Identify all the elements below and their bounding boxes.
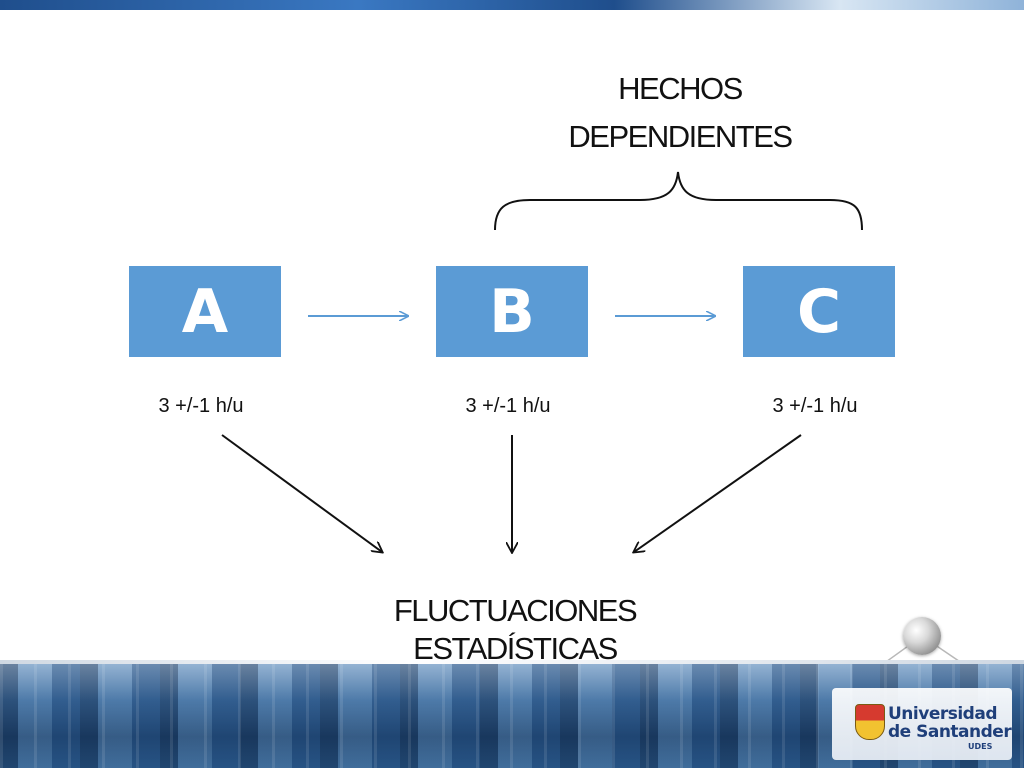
dependency-brace: [494, 171, 863, 231]
university-shield-icon: [855, 704, 885, 740]
logo-name-line2: de Santander: [888, 722, 1012, 742]
arrow-c-to-result: [634, 434, 802, 552]
node-c-rate: 3 +/-1 h/u: [772, 395, 858, 417]
decor-orb-icon: [903, 617, 941, 655]
arrow-a-to-result: [221, 434, 382, 552]
node-a-box: A: [129, 266, 281, 357]
dependent-events-title-line1: HECHOS: [618, 71, 743, 106]
logo-abbreviation: UDES: [968, 742, 993, 751]
statistical-fluctuations-label: FLUCTUACIONES ESTADÍSTICAS: [350, 592, 680, 668]
result-label-line2: ESTADÍSTICAS: [413, 631, 618, 666]
node-a-rate: 3 +/-1 h/u: [158, 395, 244, 417]
node-c-box: C: [743, 266, 895, 357]
top-accent-bar: [0, 0, 1024, 10]
dependent-events-title-line2: DEPENDIENTES: [568, 119, 793, 154]
node-b-box: B: [436, 266, 588, 357]
logo-name-line1: Universidad: [888, 704, 997, 724]
node-b-rate: 3 +/-1 h/u: [465, 395, 551, 417]
footer-divider: [0, 660, 1024, 664]
result-label-line1: FLUCTUACIONES: [393, 593, 638, 628]
